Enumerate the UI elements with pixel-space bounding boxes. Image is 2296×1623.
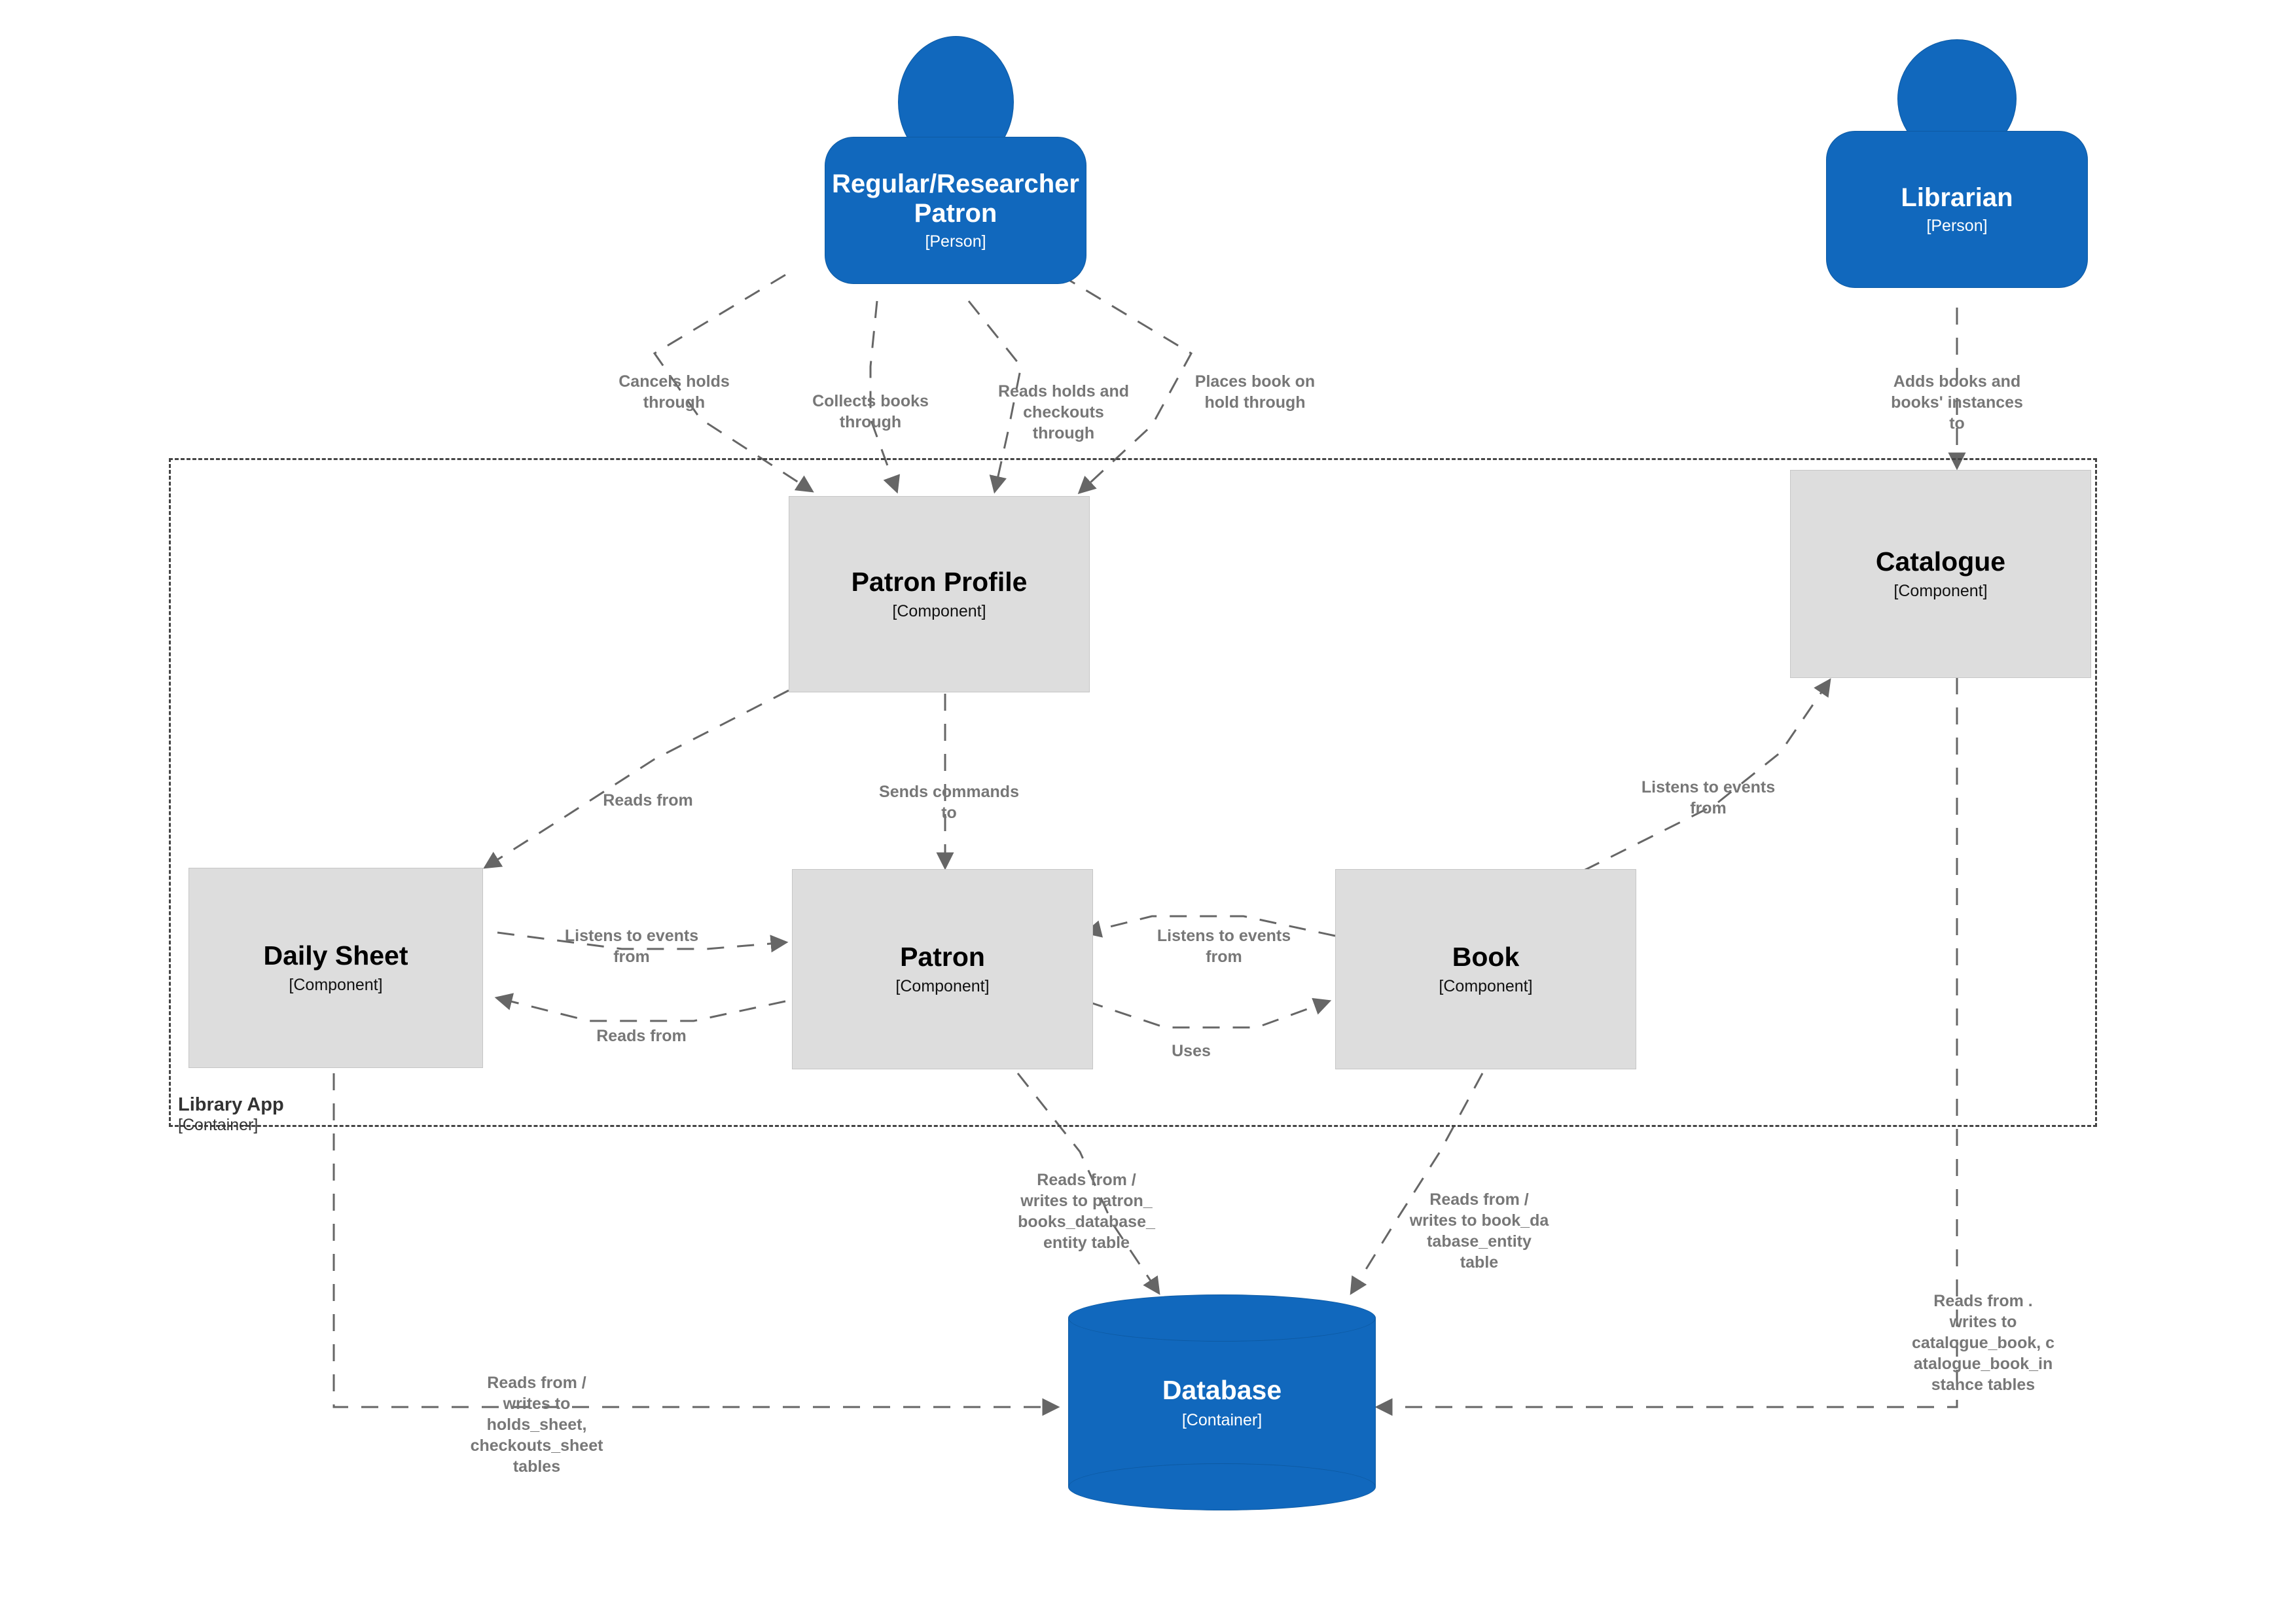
edge-label-sheet-listens: Listens to events from <box>533 904 730 967</box>
component-name: Patron <box>900 941 985 972</box>
person-librarian[interactable]: Librarian [Person] <box>1826 39 2088 288</box>
cylinder-bottom <box>1068 1463 1376 1510</box>
edge-label-text: Uses <box>1172 1042 1211 1060</box>
edge-label-patron-db: Reads from / writes to patron_ books_dat… <box>988 1149 1185 1253</box>
component-catalogue[interactable]: Catalogue [Component] <box>1790 470 2091 678</box>
component-daily-sheet[interactable]: Daily Sheet [Component] <box>188 868 483 1068</box>
component-type: [Component] <box>289 976 383 995</box>
component-name: Patron Profile <box>851 566 1028 597</box>
person-regular-researcher-patron[interactable]: Regular/Researcher Patron [Person] <box>825 36 1086 284</box>
edge-label-text: Reads from / writes to patron_ books_dat… <box>1018 1171 1155 1252</box>
edge-label-sheet-db: Reads from / writes to holds_sheet, chec… <box>432 1351 641 1477</box>
edge-label-patron-uses-book: Uses <box>1132 1020 1250 1061</box>
edge-label-text: Sends commands to <box>879 783 1019 822</box>
edge-label-text: Cancels holds through <box>619 372 730 412</box>
edge-label-catalogue-listens: Listens to events from <box>1610 756 1806 819</box>
component-name: Catalogue <box>1875 546 2006 577</box>
person-type: [Person] <box>925 232 986 251</box>
edge-label-book-db: Reads from / writes to book_da tabase_en… <box>1381 1168 1577 1273</box>
edge-label-adds-books: Adds books and books' instances to <box>1859 350 2055 434</box>
edge-label-text: Reads from / writes to holds_sheet, chec… <box>470 1374 603 1476</box>
edge-label-text: Listens to events from <box>1157 927 1291 966</box>
edge-label-places-book-on-hold: Places book on hold through <box>1155 350 1355 413</box>
edge-label-text: Reads from <box>596 1027 687 1045</box>
edge-label-text: Places book on hold through <box>1194 372 1316 412</box>
boundary-label: Library App [Container] <box>178 1094 518 1135</box>
edge-label-text: Listens to events from <box>564 927 699 966</box>
container-name: Database <box>1162 1375 1282 1405</box>
database-label: Database [Container] <box>1068 1294 1376 1510</box>
edge-label-patron-listens: Listens to events from <box>1126 904 1322 967</box>
person-name: Regular/Researcher Patron <box>832 169 1079 228</box>
edge-label-text: Adds books and books' instances to <box>1891 372 2023 433</box>
edge-label-collects-books: Collects books through <box>776 370 965 433</box>
edge-label-text: Reads holds and checkouts through <box>997 382 1130 442</box>
boundary-name: Library App <box>178 1094 284 1115</box>
edge-label-text: Reads from / writes to book_da tabase_en… <box>1409 1190 1549 1272</box>
component-name: Daily Sheet <box>263 940 408 971</box>
edge-label-text: Listens to events from <box>1641 778 1776 817</box>
component-type: [Component] <box>895 977 990 996</box>
edge-label-text: Reads from <box>603 791 693 810</box>
edge-label-text: Collects books through <box>812 392 929 431</box>
person-body: Regular/Researcher Patron [Person] <box>825 137 1086 284</box>
component-type: [Component] <box>892 602 986 621</box>
boundary-type: [Container] <box>178 1116 259 1135</box>
container-type: [Container] <box>1181 1411 1263 1429</box>
person-name: Librarian <box>1901 183 2013 213</box>
edge-label-cancels-holds: Cancels holds through <box>576 350 772 413</box>
component-patron[interactable]: Patron [Component] <box>792 869 1093 1069</box>
edge-label-text: Reads from . writes to catalogue_book, c… <box>1911 1292 2055 1394</box>
component-name: Book <box>1452 941 1520 972</box>
component-patron-profile[interactable]: Patron Profile [Component] <box>789 496 1090 692</box>
cylinder-body <box>1068 1318 1376 1487</box>
library-app-boundary <box>169 458 2097 1127</box>
person-body: Librarian [Person] <box>1826 131 2088 288</box>
component-type: [Component] <box>1439 977 1533 996</box>
edge-label-sheet-reads-from: Reads from <box>560 1005 723 1046</box>
edge-label-reads-holds-checkouts: Reads holds and checkouts through <box>965 360 1162 444</box>
edge-label-catalogue-db: Reads from . writes to catalogue_book, c… <box>1878 1270 2088 1395</box>
edge-label-sends-commands-to: Sends commands to <box>851 760 1047 823</box>
edge-label-profile-reads-from: Reads from <box>563 769 733 811</box>
cylinder-top <box>1068 1294 1376 1342</box>
person-type: [Person] <box>1926 216 1988 235</box>
container-database[interactable]: Database [Container] <box>1068 1294 1376 1510</box>
component-type: [Component] <box>1893 582 1988 601</box>
component-book[interactable]: Book [Component] <box>1335 869 1636 1069</box>
